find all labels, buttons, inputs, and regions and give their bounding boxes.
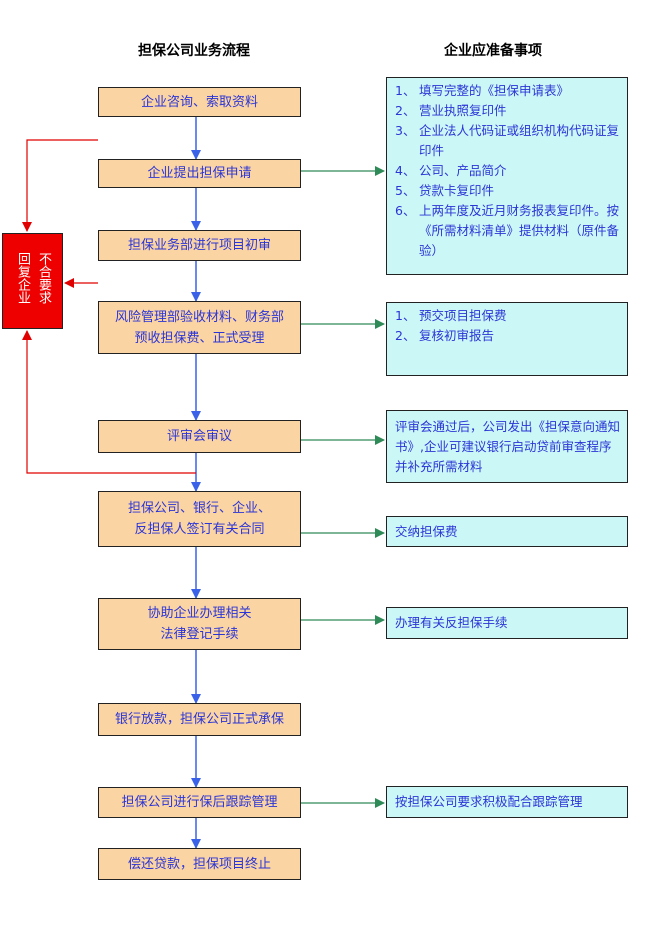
note-item: 6、上两年度及近月财务报表复印件。按《所需材料清单》提供材料（原件备验） bbox=[395, 203, 620, 258]
preparation-title: 企业应准备事项 bbox=[444, 43, 542, 59]
step-termination: 偿还贷款，担保项目终止 bbox=[98, 848, 301, 880]
step-committee-review: 评审会审议 bbox=[98, 420, 301, 453]
step-acceptance: 风险管理部验收材料、财务部 预收担保费、正式受理 bbox=[98, 301, 301, 354]
step-legal-registration: 协助企业办理相关 法律登记手续 bbox=[98, 598, 301, 650]
note-item: 2、复核初审报告 bbox=[395, 328, 495, 343]
note-acceptance: 1、预交项目担保费 2、复核初审报告 bbox=[386, 302, 628, 376]
note-tracking: 按担保公司要求积极配合跟踪管理 bbox=[386, 786, 628, 818]
note-item: 2、营业执照复印件 bbox=[395, 103, 507, 118]
note-item: 5、贷款卡复印件 bbox=[395, 183, 495, 198]
step-sign-contract: 担保公司、银行、企业、 反担保人签订有关合同 bbox=[98, 491, 301, 547]
note-counter-guarantee: 办理有关反担保手续 bbox=[386, 607, 628, 639]
note-item: 1、填写完整的《担保申请表》 bbox=[395, 83, 570, 98]
step-application: 企业提出担保申请 bbox=[98, 159, 301, 188]
note-item: 3、企业法人代码证或组织机构代码证复印件 bbox=[395, 123, 620, 158]
step-loan-release: 银行放款，担保公司正式承保 bbox=[98, 703, 301, 736]
preparation-arrows bbox=[301, 166, 385, 808]
step-initial-review: 担保业务部进行项目初审 bbox=[98, 230, 301, 261]
note-item: 1、预交项目担保费 bbox=[395, 308, 507, 323]
note-review: 评审会通过后，公司发出《担保意向通知书》,企业可建议银行启动贷前审查程序并补充所… bbox=[386, 410, 628, 483]
step-post-tracking: 担保公司进行保后跟踪管理 bbox=[98, 787, 301, 818]
reject-arrows bbox=[22, 139, 196, 474]
note-application-materials: 1、填写完整的《担保申请表》 2、营业执照复印件 3、企业法人代码证或组织机构代… bbox=[386, 77, 628, 275]
process-title: 担保公司业务流程 bbox=[138, 43, 250, 59]
step-consultation: 企业咨询、索取资料 bbox=[98, 87, 301, 117]
reject-box: 不合要求 回复企业 bbox=[2, 233, 63, 329]
note-item: 4、公司、产品简介 bbox=[395, 163, 507, 178]
note-pay-fee: 交纳担保费 bbox=[386, 516, 628, 547]
